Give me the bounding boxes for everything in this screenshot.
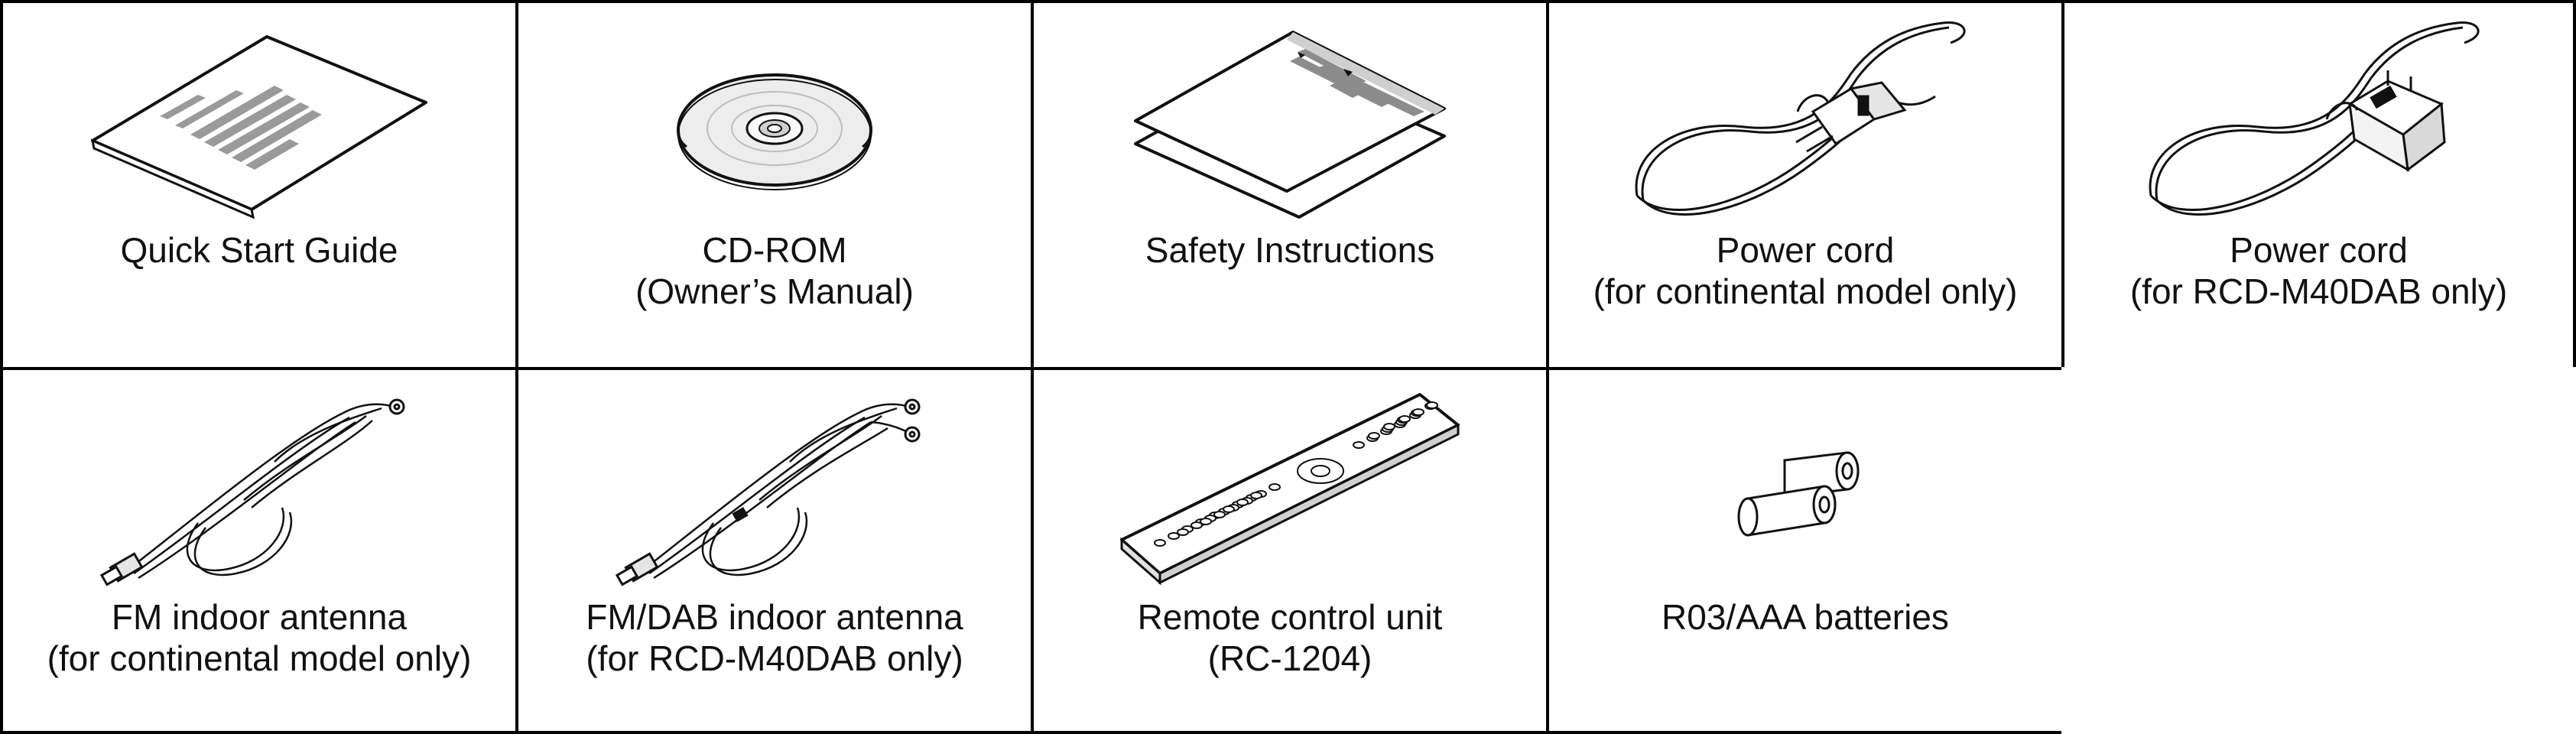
booklet-icon — [90, 35, 427, 219]
remote-control-icon — [1120, 393, 1460, 586]
accessory-cell-power-cord-uk: Power cord (for RCD-M40DAB only) — [2061, 0, 2576, 367]
accessory-cell-cd-rom: CD-ROM (Owner’s Manual) — [515, 0, 1031, 367]
accessory-subtitle: (for RCD-M40DAB only) — [586, 638, 963, 678]
accessory-cell-quick-start-guide: Quick Start Guide — [0, 0, 515, 367]
accessory-subtitle: (for RCD-M40DAB only) — [2129, 271, 2508, 311]
accessory-title: R03/AAA batteries — [1662, 597, 1949, 637]
accessory-subtitle: (for continental model only) — [1593, 271, 2018, 311]
accessory-label: R03/AAA batteries — [1549, 596, 2061, 638]
accessory-cell-remote-control: Remote control unit (RC-1204) — [1031, 367, 1546, 734]
accessory-title: CD-ROM — [702, 230, 847, 270]
accessory-cell-safety-instructions: Safety Instructions — [1031, 0, 1546, 367]
accessory-title: Power cord — [2230, 230, 2408, 270]
accessory-title: Remote control unit — [1137, 597, 1443, 637]
accessory-label: Power cord (for continental model only) — [1549, 229, 2061, 312]
accessory-title: Safety Instructions — [1145, 230, 1435, 270]
accessory-label: Power cord (for RCD-M40DAB only) — [2064, 229, 2573, 312]
accessory-subtitle: (RC-1204) — [1207, 638, 1372, 678]
accessory-title: Quick Start Guide — [120, 230, 398, 270]
cd-rom-icon — [677, 73, 872, 190]
accessory-subtitle: (Owner’s Manual) — [635, 271, 914, 311]
accessory-label: Remote control unit (RC-1204) — [1034, 596, 1546, 679]
batteries-icon — [1737, 451, 1860, 537]
accessory-cell-power-cord-continental: Power cord (for continental model only) — [1546, 0, 2061, 367]
accessory-label: CD-ROM (Owner’s Manual) — [518, 229, 1031, 312]
accessory-label: FM/DAB indoor antenna (for RCD-M40DAB on… — [518, 596, 1031, 679]
accessory-cell-fm-dab-antenna: FM/DAB indoor antenna (for RCD-M40DAB on… — [515, 367, 1031, 734]
accessory-label: FM indoor antenna (for continental model… — [3, 596, 515, 679]
accessory-cell-fm-antenna: FM indoor antenna (for continental model… — [0, 367, 515, 734]
accessory-cell-batteries: R03/AAA batteries — [1546, 367, 2061, 734]
euro-power-cord-icon — [1635, 21, 1966, 216]
accessory-label: Quick Start Guide — [3, 229, 515, 271]
accessory-title: Power cord — [1716, 230, 1895, 270]
accessory-label: Safety Instructions — [1034, 229, 1546, 271]
accessory-subtitle: (for continental model only) — [47, 638, 472, 678]
accessory-title: FM indoor antenna — [111, 597, 408, 637]
fm-antenna-icon — [99, 398, 405, 586]
fm-dab-antenna-icon — [615, 398, 921, 586]
uk-power-cord-icon — [2149, 21, 2480, 216]
accessory-title: FM/DAB indoor antenna — [586, 597, 963, 637]
folded-sheet-icon — [1134, 31, 1446, 219]
